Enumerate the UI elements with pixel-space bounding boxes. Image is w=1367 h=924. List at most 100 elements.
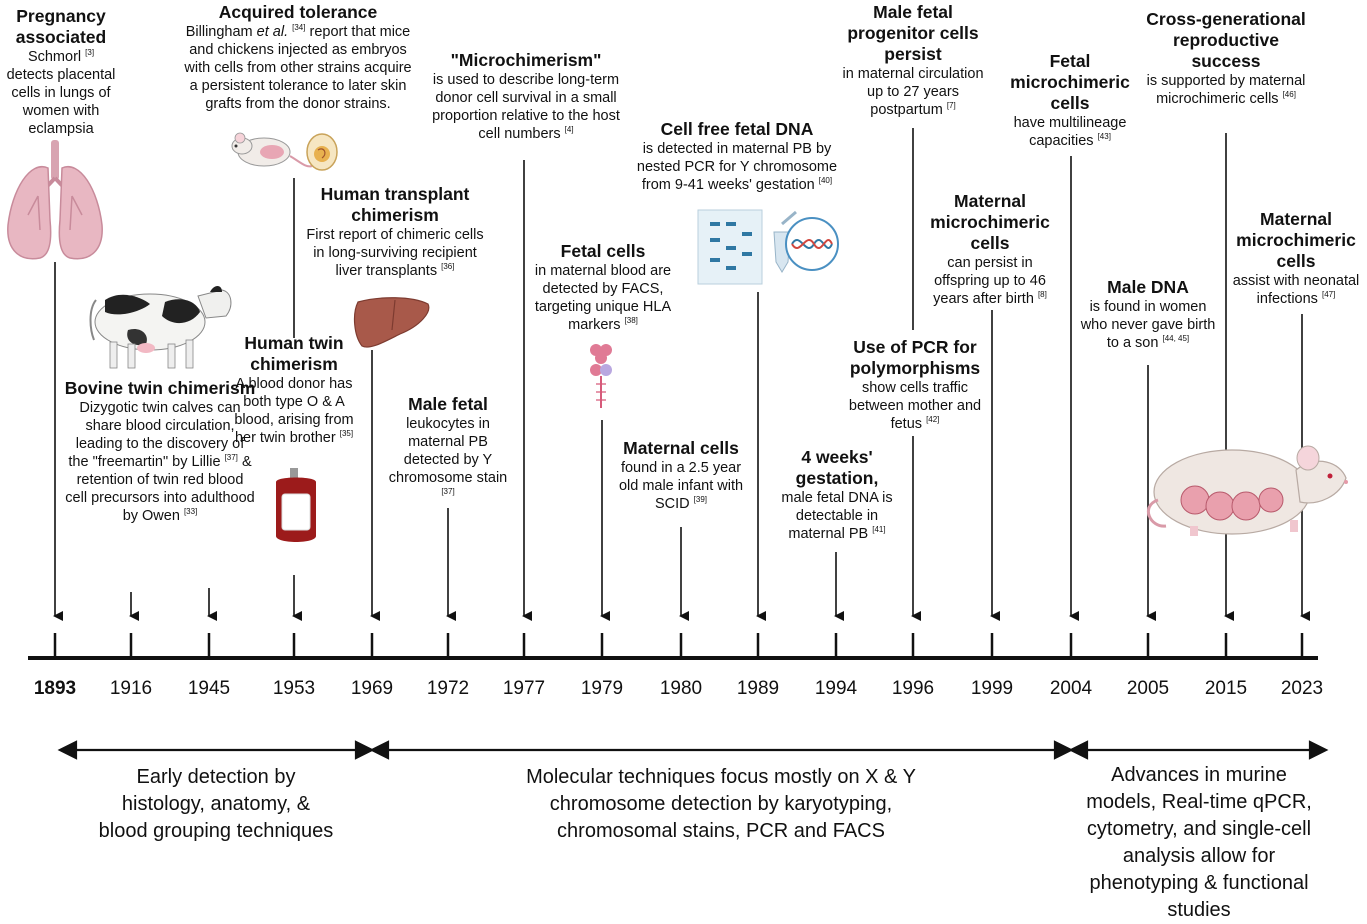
event-title: Fetal cells — [560, 241, 646, 261]
event-1996b: Use of PCR for polymorphisms show cells … — [840, 337, 990, 433]
year-label: 1893 — [33, 678, 77, 699]
event-ref: [44, 45] — [1162, 334, 1190, 344]
event-1979: Fetal cells in maternal blood are detect… — [526, 241, 680, 334]
event-2023: Maternal microchimeric cells assist with… — [1228, 209, 1364, 308]
event-2004: Fetal microchimeric cells have multiline… — [1000, 51, 1140, 150]
event-1996a: Male fetal progenitor cells persist in m… — [838, 2, 988, 119]
event-desc: show cells traffic between mother and fe… — [848, 380, 982, 432]
event-ref: [42] — [926, 415, 940, 425]
pregnant-mouse-icon — [1146, 445, 1348, 536]
event-title: Maternal cells — [623, 438, 739, 458]
event-title: Human twin chimerism — [244, 333, 344, 374]
event-desc: Billingham et al. — [185, 24, 289, 40]
event-desc: is supported by maternal microchimeric c… — [1146, 73, 1306, 107]
event-1953: Human twin chimerism A blood donor has b… — [226, 333, 362, 447]
year-label: 1916 — [109, 678, 153, 699]
blood-bag-icon — [276, 468, 316, 542]
event-1989: Cell free fetal DNA is detected in mater… — [630, 119, 844, 194]
event-1999: Maternal microchimeric cells can persist… — [920, 191, 1060, 308]
year-label: 1972 — [426, 678, 470, 699]
event-desc: Dizygotic twin calves can share blood ci… — [68, 400, 245, 470]
year-label: 1994 — [814, 678, 858, 699]
event-ref: [46] — [1282, 90, 1296, 100]
event-desc2: & retention of twin red blood cell precu… — [65, 454, 255, 524]
year-label: 1945 — [187, 678, 231, 699]
event-title: Use of PCR for polymorphisms — [849, 337, 981, 378]
event-arrows — [53, 128, 1310, 621]
event-1893: Pregnancy associated Schmorl [3] detects… — [2, 6, 120, 138]
event-title: Cross-generational reproductive success — [1146, 9, 1306, 71]
event-1980: Maternal cells found in a 2.5 year old m… — [610, 438, 752, 513]
gel-icon — [697, 209, 763, 285]
event-1977: "Microchimerism" is used to describe lon… — [428, 50, 624, 143]
event-title: Acquired tolerance — [218, 2, 378, 22]
event-desc: leukocytes in maternal PB detected by Y … — [388, 416, 508, 486]
event-desc: can persist in offspring up to 46 years … — [933, 255, 1046, 307]
event-desc: First report of chimeric cells in long-s… — [306, 227, 484, 279]
cow-icon — [89, 286, 232, 369]
event-ref: [39] — [693, 495, 708, 505]
event-desc: is detected in maternal PB by nested PCR… — [636, 141, 838, 193]
egg-icon — [306, 133, 338, 171]
event-title: Human transplant chimerism — [320, 184, 470, 225]
event-title: Male fetal — [408, 394, 488, 414]
event-desc: male fetal DNA is detectable in maternal… — [781, 490, 893, 542]
event-title: Maternal microchimeric cells — [1236, 209, 1356, 271]
event-desc: in maternal circulation up to 27 years p… — [842, 66, 984, 118]
era-advances: Advances in murine models, Real-time qPC… — [1086, 764, 1312, 921]
event-desc: in maternal blood are detected by FACS, … — [534, 263, 672, 333]
year-label: 1969 — [350, 678, 394, 699]
era-brackets — [57, 740, 1329, 760]
year-label: 1953 — [272, 678, 316, 699]
dna-icon — [773, 210, 839, 273]
event-ref2: [33] — [183, 507, 198, 517]
event-ref: [40] — [818, 176, 833, 186]
event-1969: Human transplant chimerism First report … — [300, 184, 490, 280]
event-ref: [47] — [1321, 290, 1336, 300]
event-desc2: report that mice and chickens injected a… — [184, 24, 412, 112]
era-molecular: Molecular techniques focus mostly on X &… — [526, 766, 916, 842]
event-ref: [35] — [339, 429, 354, 439]
event-title: 4 weeks' gestation, — [795, 447, 879, 488]
event-desc: found in a 2.5 year old male infant with… — [618, 460, 744, 512]
era-early: Early detection by histology, anatomy, &… — [98, 766, 334, 842]
lungs-icon — [7, 140, 103, 260]
event-title: Male DNA — [1107, 277, 1189, 297]
event-1972: Male fetal leukocytes in maternal PB det… — [384, 394, 512, 505]
event-desc: assist with neonatal infections — [1232, 273, 1360, 307]
event-ref: [34] — [292, 23, 306, 33]
event-1916: Bovine twin chimerism Dizygotic twin cal… — [64, 378, 256, 525]
year-label: 2004 — [1049, 678, 1093, 699]
event-ref: [4] — [564, 125, 574, 135]
liver-icon — [353, 297, 430, 348]
event-title: Male fetal progenitor cells persist — [847, 2, 979, 64]
year-label: 2005 — [1126, 678, 1170, 699]
event-2015: Cross-generational reproductive success … — [1138, 9, 1314, 108]
event-ref: [37] — [224, 453, 238, 463]
event-ref: [43] — [1097, 132, 1111, 142]
event-title: Bovine twin chimerism — [64, 378, 256, 398]
year-label: 1977 — [502, 678, 546, 699]
event-ref: [7] — [946, 101, 956, 111]
event-title: Fetal microchimeric cells — [1010, 51, 1130, 113]
year-label: 1996 — [891, 678, 935, 699]
event-desc: have multilineage capacities — [1013, 115, 1127, 149]
year-label: 2023 — [1280, 678, 1324, 699]
event-title: Maternal microchimeric cells — [930, 191, 1050, 253]
event-title: Pregnancy associated — [15, 6, 107, 47]
year-label: 1980 — [659, 678, 703, 699]
event-title: "Microchimerism" — [450, 50, 602, 70]
event-ref: [8] — [1037, 290, 1047, 300]
event-ref: [3] — [85, 48, 95, 58]
event-desc: is found in women who never gave birth t… — [1080, 299, 1216, 351]
year-label: 1999 — [970, 678, 1014, 699]
year-ticks — [53, 633, 1304, 658]
event-1994: 4 weeks' gestation, male fetal DNA is de… — [772, 447, 902, 543]
event-2005: Male DNA is found in women who never gav… — [1080, 277, 1216, 352]
event-ref: [37] — [441, 487, 455, 497]
event-1945: Acquired tolerance Billingham et al. [34… — [180, 2, 416, 113]
mouse-icon — [231, 132, 313, 168]
event-desc: A blood donor has both type O & A blood,… — [234, 376, 354, 446]
event-ref: [36] — [441, 262, 455, 272]
